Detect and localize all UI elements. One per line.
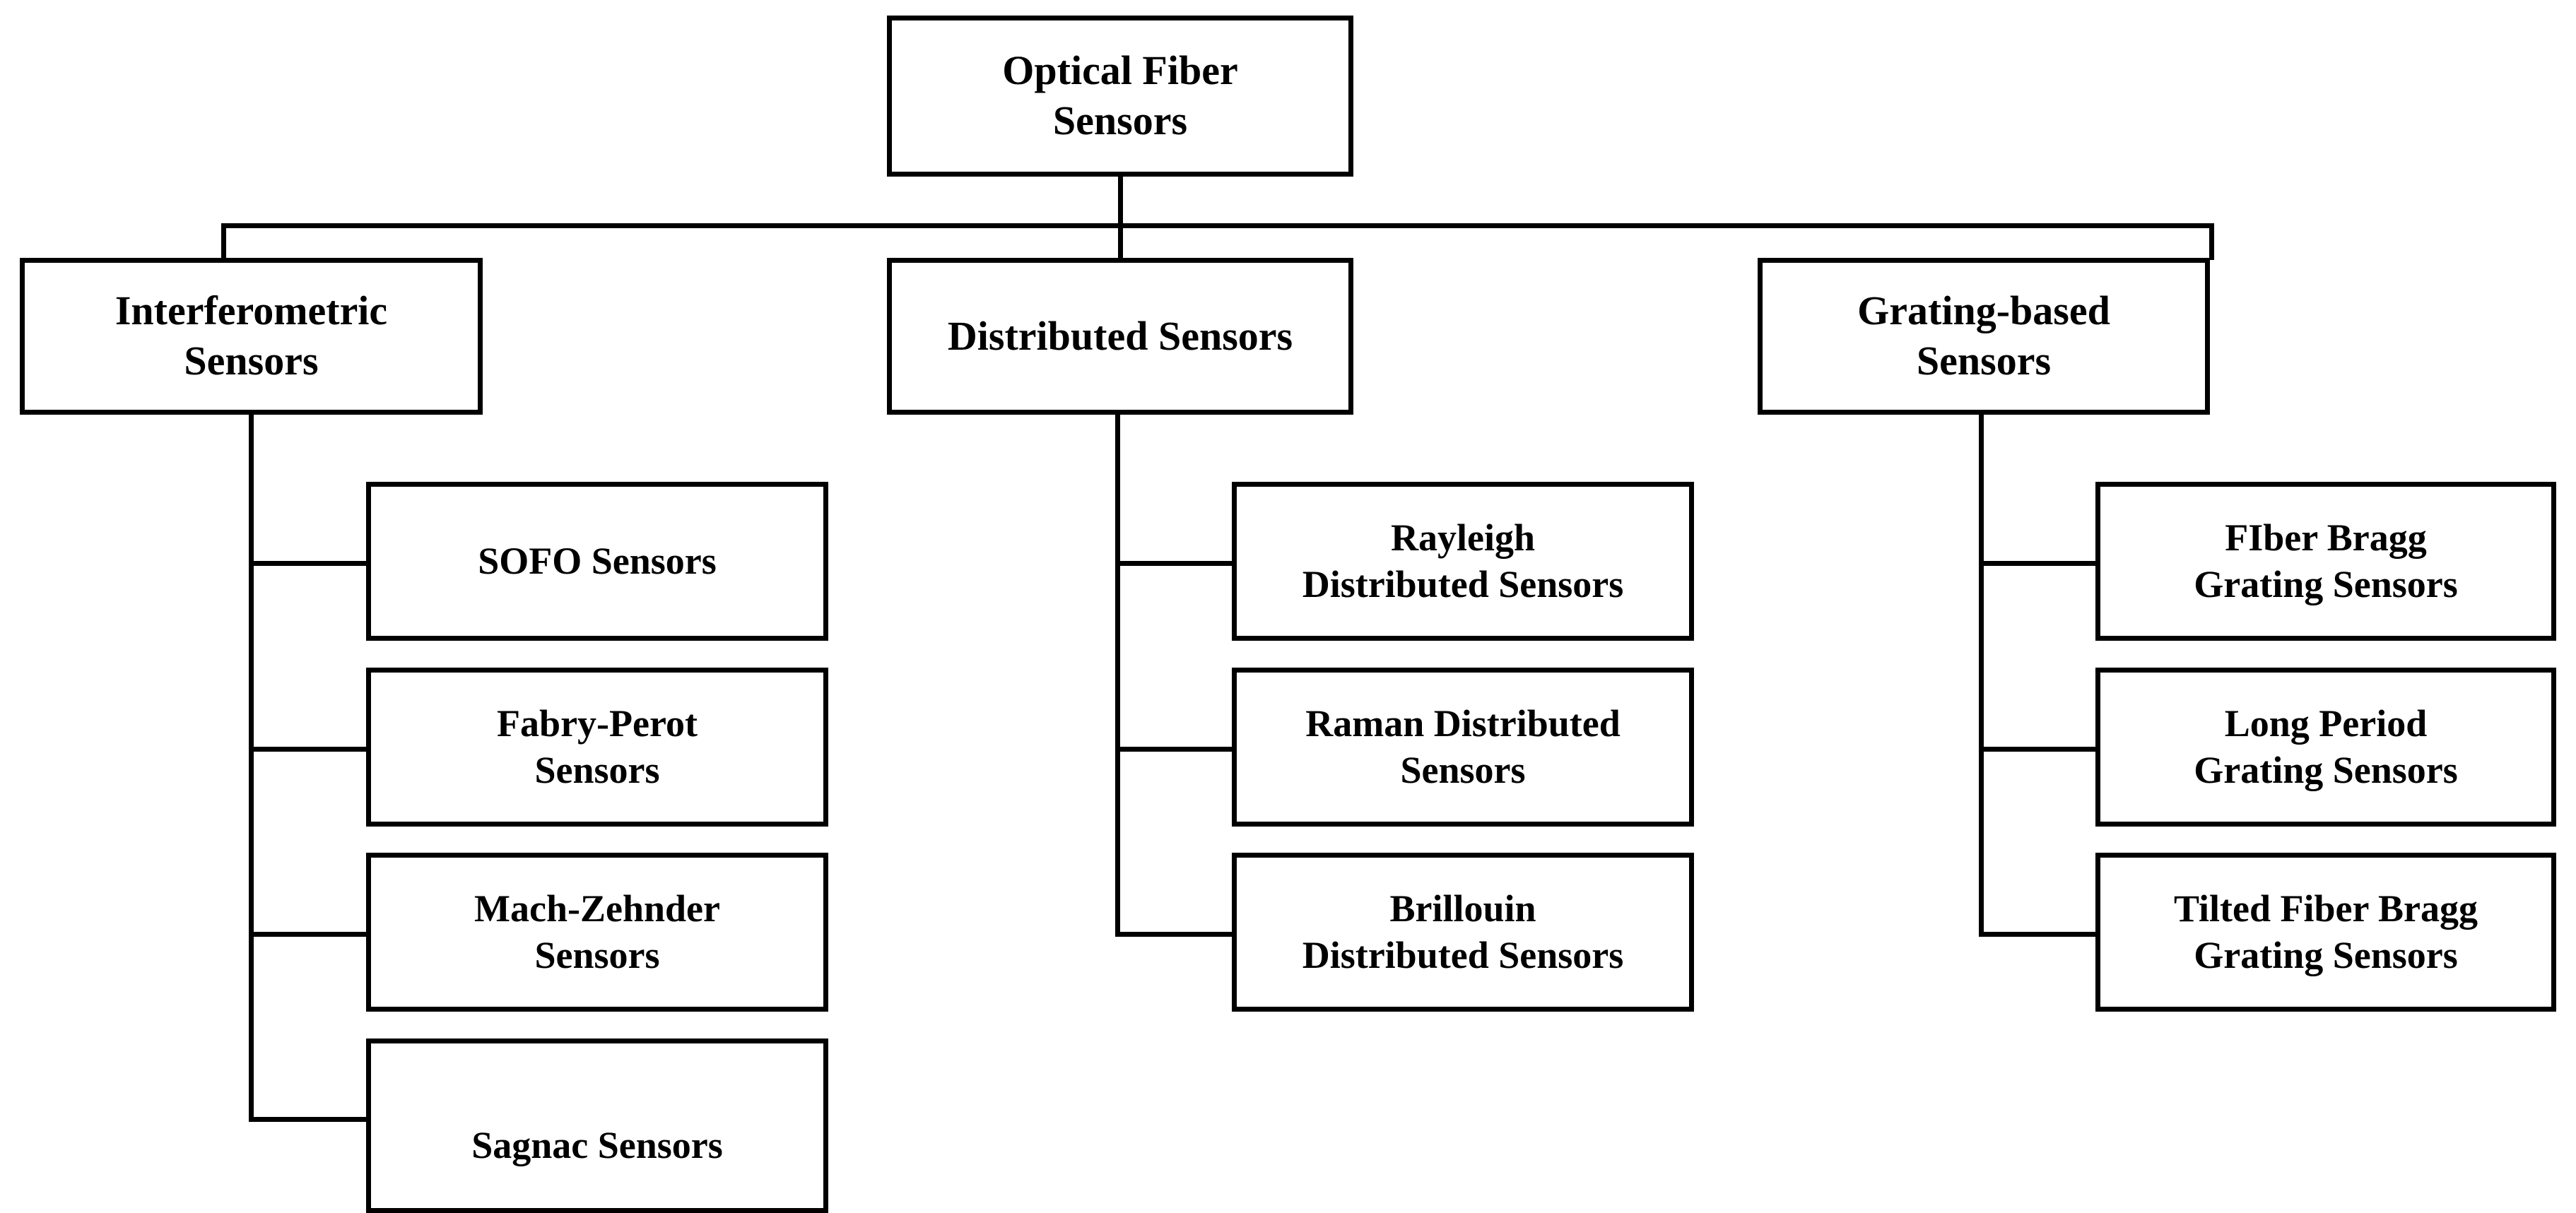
connector-drop-grating (2209, 223, 2214, 260)
node-label-line2: Sensors (1916, 338, 2052, 384)
node-label-line1: Tilted Fiber Bragg (2174, 887, 2478, 930)
node-label-line1: Interferometric (114, 288, 388, 334)
connector-trunk-distributed (1115, 412, 1120, 936)
connector-drop-distributed (1118, 223, 1123, 260)
node-label: Fabry-Perot Sensors (371, 701, 823, 794)
node-label-line1: Mach-Zehnder (474, 887, 720, 930)
node-label: Brillouin Distributed Sensors (1237, 886, 1689, 979)
node-optical-fiber-sensors[interactable]: Optical Fiber Sensors (887, 16, 1353, 177)
node-raman-distributed-sensors[interactable]: Raman Distributed Sensors (1232, 668, 1694, 827)
node-sofo-sensors[interactable]: SOFO Sensors (366, 482, 828, 641)
node-interferometric-sensors[interactable]: Interferometric Sensors (20, 258, 483, 415)
connector-root-stem (1118, 177, 1123, 228)
node-label-line1: Distributed Sensors (947, 312, 1293, 359)
connector-stub-mach-zehnder (249, 932, 371, 937)
node-fiber-bragg-grating-sensors[interactable]: FIber Bragg Grating Sensors (2095, 482, 2556, 641)
node-label-line2: Grating Sensors (2194, 933, 2458, 976)
node-label-line2: Sensors (534, 933, 660, 976)
node-label-line1: Fabry-Perot (497, 702, 698, 745)
node-label: Distributed Sensors (892, 312, 1348, 362)
node-label-line1: FIber Bragg (2225, 516, 2427, 559)
connector-stub-sofo (249, 561, 371, 566)
connector-stub-tfbg (1979, 932, 2100, 937)
node-label: Raman Distributed Sensors (1237, 701, 1689, 794)
node-label: Grating-based Sensors (1763, 286, 2205, 386)
node-label: Tilted Fiber Bragg Grating Sensors (2100, 886, 2551, 979)
node-label: Sagnac Sensors (371, 1123, 823, 1169)
node-label-line1: Optical Fiber (1002, 47, 1238, 94)
node-label: FIber Bragg Grating Sensors (2100, 515, 2551, 608)
node-label-line2: Sensors (184, 338, 319, 384)
node-label: Interferometric Sensors (25, 286, 478, 386)
connector-stub-raman (1115, 747, 1237, 752)
node-sagnac-sensors[interactable]: Sagnac Sensors (366, 1039, 828, 1213)
node-label-line1: Rayleigh (1390, 516, 1535, 559)
connector-stub-fbg (1979, 561, 2100, 566)
node-label-line1: Grating-based (1857, 288, 2110, 334)
node-label-line2: Distributed Sensors (1302, 562, 1624, 605)
node-rayleigh-distributed-sensors[interactable]: Rayleigh Distributed Sensors (1232, 482, 1694, 641)
node-label-line2: Grating Sensors (2194, 562, 2458, 605)
node-label-line2: Sensors (534, 748, 660, 791)
connector-stub-brillouin (1115, 932, 1237, 937)
node-mach-zehnder-sensors[interactable]: Mach-Zehnder Sensors (366, 853, 828, 1012)
node-label-line2: Sensors (1400, 748, 1526, 791)
connector-trunk-interferometric (249, 412, 254, 1122)
node-label-line2: Distributed Sensors (1302, 933, 1624, 976)
connector-stub-rayleigh (1115, 561, 1237, 566)
connector-level2-bus (221, 223, 2214, 228)
node-label-line1: Raman Distributed (1305, 702, 1621, 745)
connector-stub-lpg (1979, 747, 2100, 752)
connector-trunk-grating (1979, 412, 1984, 936)
node-label-line1: Long Period (2224, 702, 2428, 745)
node-label: Optical Fiber Sensors (892, 46, 1348, 146)
node-label: Rayleigh Distributed Sensors (1237, 515, 1689, 608)
node-label: SOFO Sensors (371, 538, 823, 585)
node-label: Mach-Zehnder Sensors (371, 886, 823, 979)
node-brillouin-distributed-sensors[interactable]: Brillouin Distributed Sensors (1232, 853, 1694, 1012)
node-distributed-sensors[interactable]: Distributed Sensors (887, 258, 1353, 415)
connector-stub-fabry-perot (249, 747, 371, 752)
node-fabry-perot-sensors[interactable]: Fabry-Perot Sensors (366, 668, 828, 827)
node-label-line2: Sensors (1052, 97, 1188, 143)
node-label-line1: Brillouin (1389, 887, 1536, 930)
connector-stub-sagnac (249, 1117, 371, 1122)
node-label-line1: SOFO Sensors (478, 539, 717, 582)
node-label: Long Period Grating Sensors (2100, 701, 2551, 794)
node-label-line2: Grating Sensors (2194, 748, 2458, 791)
node-tilted-fiber-bragg-grating-sensors[interactable]: Tilted Fiber Bragg Grating Sensors (2095, 853, 2556, 1012)
connector-drop-interferometric (221, 223, 226, 260)
node-label-line1: Sagnac Sensors (471, 1124, 723, 1166)
node-grating-based-sensors[interactable]: Grating-based Sensors (1758, 258, 2210, 415)
node-long-period-grating-sensors[interactable]: Long Period Grating Sensors (2095, 668, 2556, 827)
